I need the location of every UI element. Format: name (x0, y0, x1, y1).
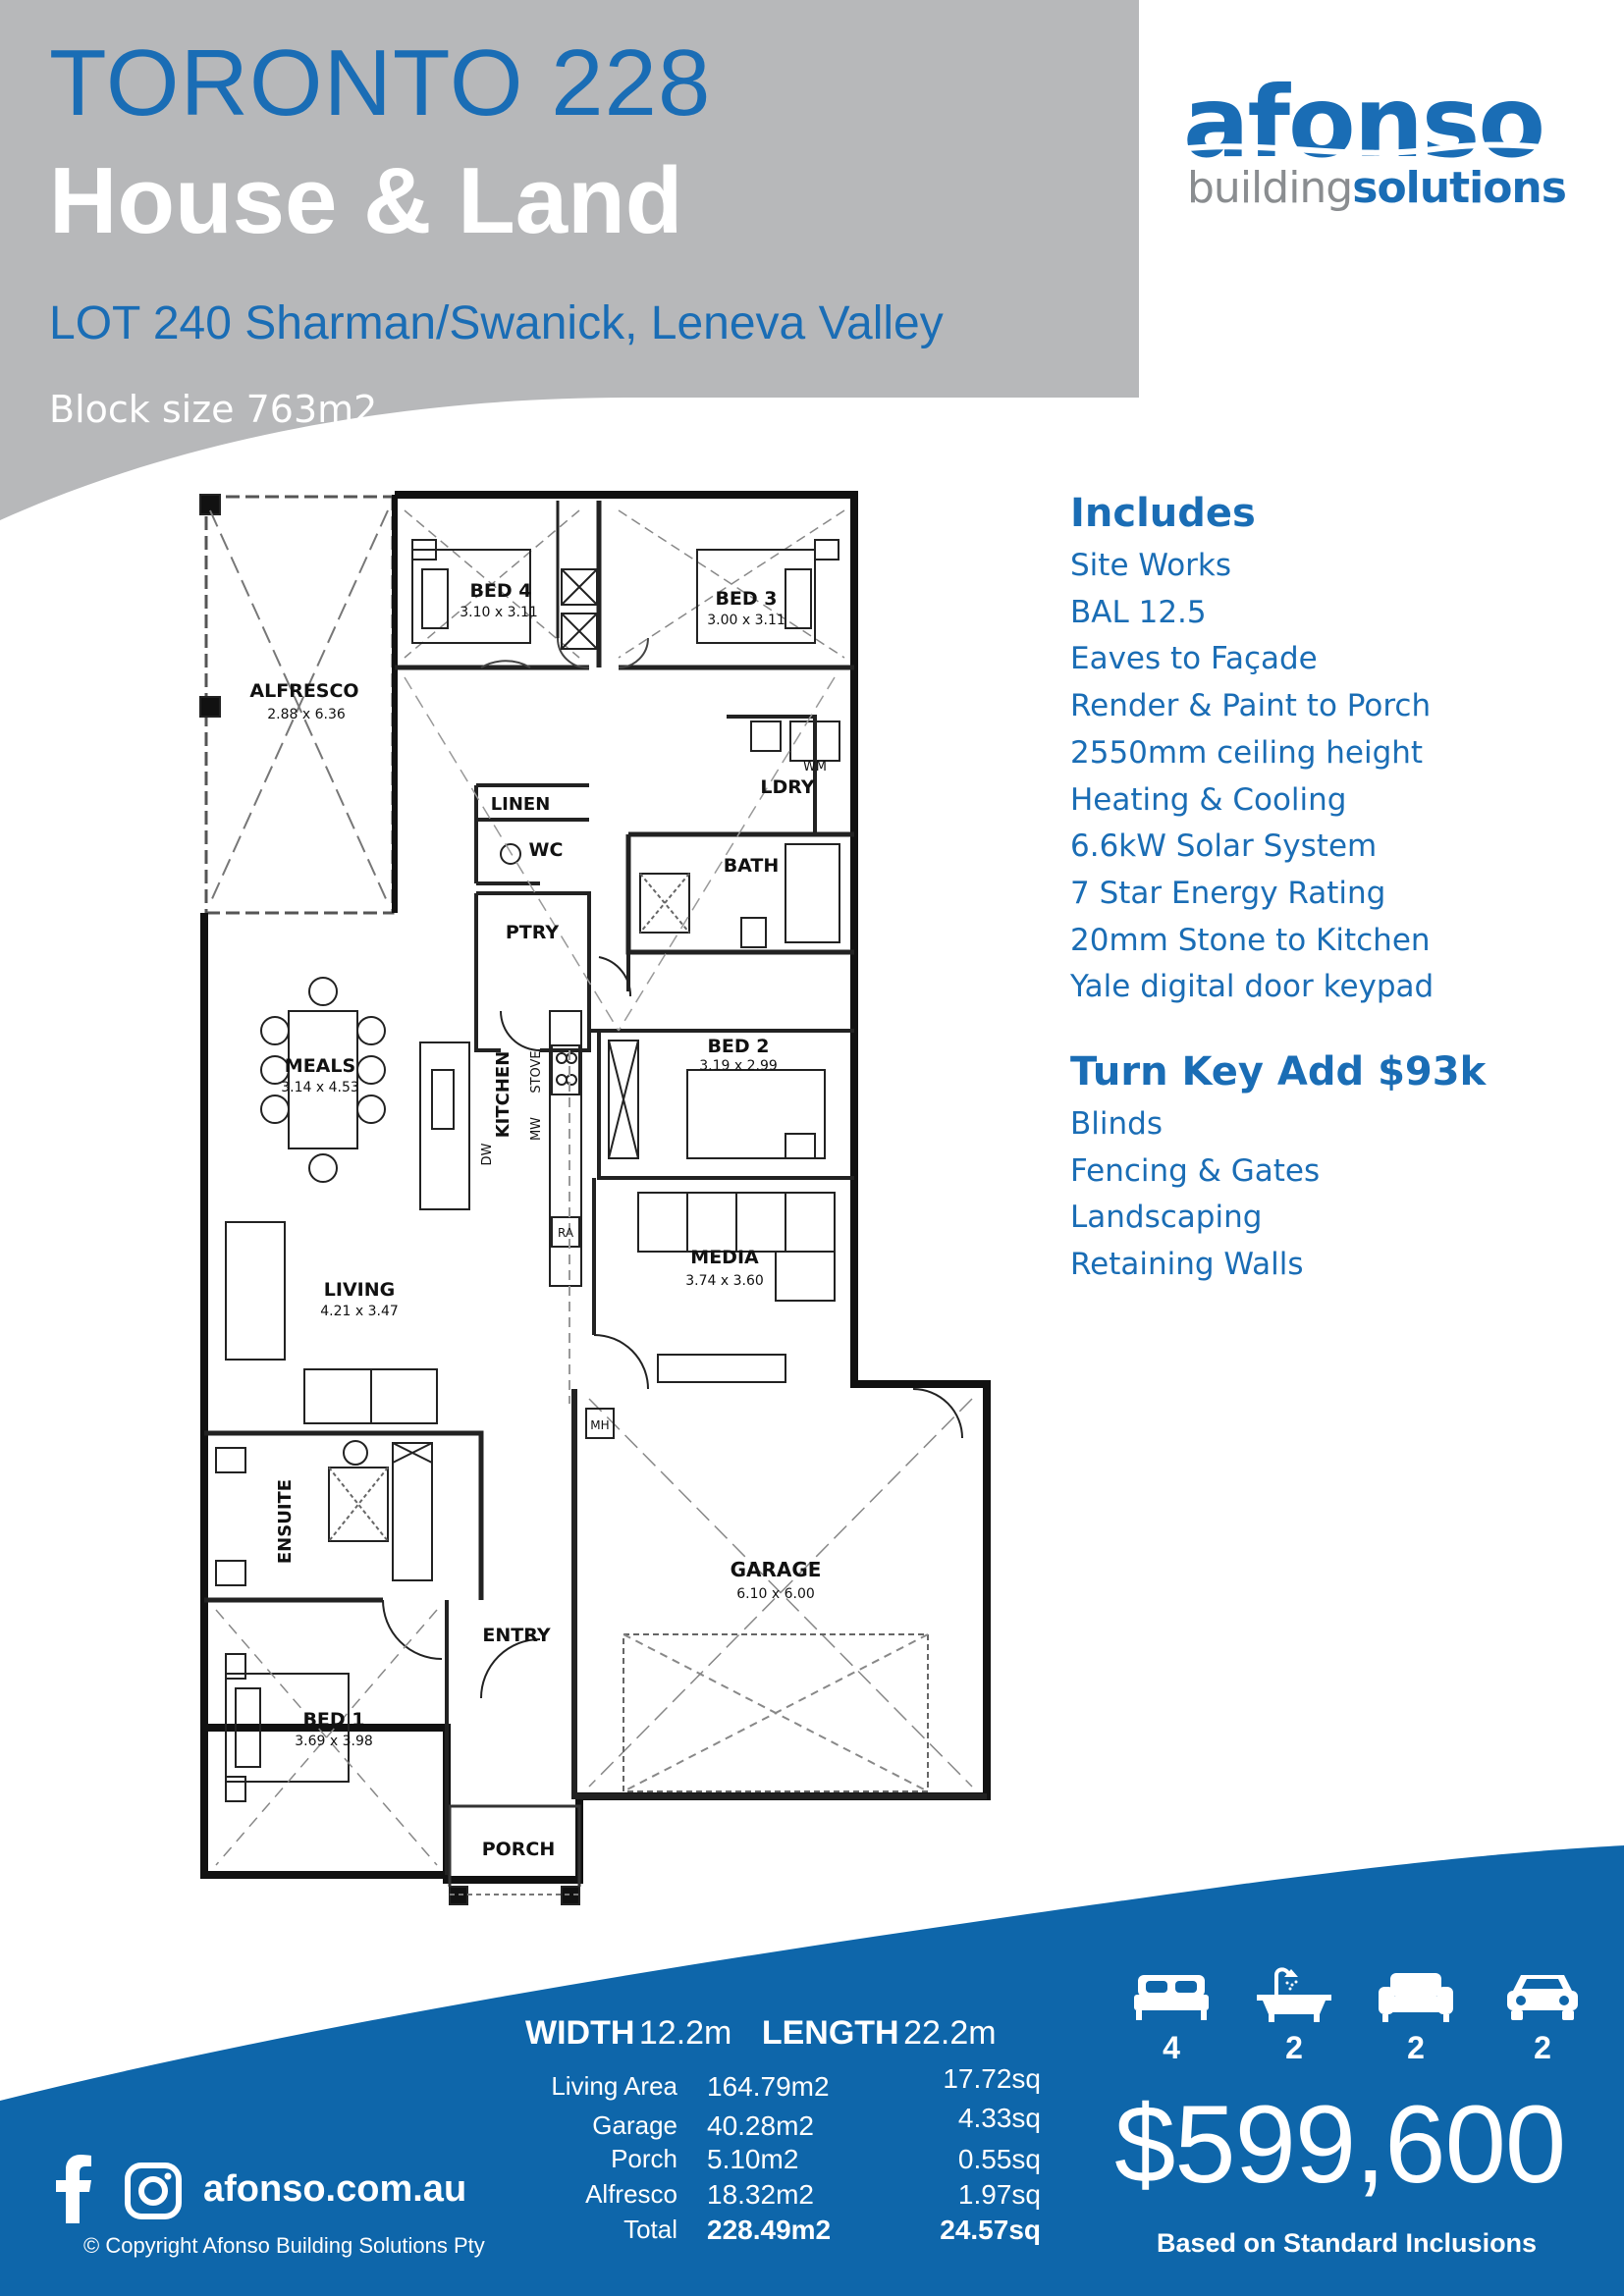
list-item: Heating & Cooling (1070, 781, 1347, 818)
website-link[interactable]: afonso.com.au (203, 2168, 467, 2210)
price-note: Based on Standard Inclusions (1157, 2228, 1538, 2258)
room-bed4: BED 4 (469, 580, 531, 602)
room-ensuite: ENSUITE (275, 1479, 296, 1564)
room-mw: MW (529, 1117, 544, 1141)
room-garage-size: 6.10 x 6.00 (736, 1586, 815, 1602)
instagram-icon[interactable] (125, 2163, 182, 2219)
copyright: © Copyright Afonso Building Solutions Pt… (83, 2233, 485, 2258)
house-dimensions: WIDTH 12.2m LENGTH 22.2m (525, 2014, 1022, 2053)
room-kitchen: KITCHEN (493, 1051, 514, 1139)
living-count: 2 (1407, 2030, 1425, 2065)
includes-list: Site Works BAL 12.5 Eaves to Façade Rend… (1070, 543, 1600, 1011)
garage-feature: 2 (1498, 1965, 1587, 2073)
room-dw: DW (480, 1143, 495, 1165)
list-item: Landscaping (1070, 1200, 1263, 1236)
list-item: 2550mm ceiling height (1070, 734, 1424, 771)
room-bed1-size: 3.69 x 3.98 (295, 1734, 373, 1749)
social-links: afonso.com.au (54, 2155, 486, 2223)
bath-icon (1257, 1967, 1331, 2022)
list-item: BAL 12.5 (1070, 594, 1207, 630)
room-bed2-size: 3.19 x 2.99 (699, 1058, 778, 1074)
model-title: TORONTO 228 (49, 30, 712, 135)
bedrooms-feature: 4 (1127, 1965, 1216, 2073)
room-linen: LINEN (491, 794, 551, 815)
room-bath: BATH (724, 855, 780, 877)
list-item: 20mm Stone to Kitchen (1070, 922, 1431, 958)
room-bed1: BED 1 (302, 1709, 364, 1731)
lot-address: LOT 240 Sharman/Swanick, Leneva Valley (49, 297, 944, 349)
room-media: MEDIA (690, 1247, 759, 1268)
room-living-size: 4.21 x 3.47 (320, 1304, 399, 1319)
room-ra: RA (558, 1226, 574, 1240)
turnkey-list: Blinds Fencing & Gates Landscaping Retai… (1070, 1101, 1600, 1289)
room-stove: STOVE (529, 1050, 544, 1093)
logo-wave (1178, 141, 1581, 156)
list-item: Eaves to Façade (1070, 641, 1318, 677)
turnkey-heading: Turn Key Add $93k (1070, 1049, 1487, 1095)
price: $599,600 (1114, 2083, 1566, 2206)
footer-panel (0, 1845, 1624, 2296)
room-alfresco-size: 2.88 x 6.36 (267, 707, 346, 722)
bedrooms-count: 4 (1163, 2030, 1180, 2065)
room-meals: MEALS (285, 1055, 355, 1077)
afonso-logo: afonso buildingsolutions (1178, 74, 1586, 213)
includes-heading: Includes (1070, 491, 1256, 536)
room-mh: MH (590, 1418, 609, 1432)
facebook-icon[interactable] (54, 2155, 93, 2223)
list-item: 6.6kW Solar System (1070, 828, 1378, 865)
list-item: Fencing & Gates (1070, 1152, 1321, 1189)
car-icon (1507, 1975, 1578, 2020)
bed-icon (1134, 1975, 1209, 2020)
width-label: WIDTH (525, 2014, 635, 2052)
list-item: Render & Paint to Porch (1070, 688, 1432, 724)
room-ldry: LDRY (760, 776, 814, 798)
room-wm: WM (803, 760, 827, 774)
room-bed2: BED 2 (707, 1036, 769, 1057)
room-meals-size: 3.14 x 4.53 (281, 1080, 359, 1095)
room-alfresco: ALFRESCO (249, 680, 358, 702)
room-bed3-size: 3.00 x 3.11 (707, 613, 785, 628)
list-item: Yale digital door keypad (1070, 969, 1435, 1005)
floor-plan: ALFRESCO 2.88 x 6.36 BED 4 3.10 x 3.11 B… (199, 491, 991, 1905)
list-item: Site Works (1070, 548, 1232, 583)
width-value: 12.2m (638, 2014, 732, 2052)
block-size: Block size 763m2 (49, 388, 378, 431)
header-panel (0, 0, 1139, 520)
length-label: LENGTH (761, 2014, 899, 2052)
room-ptry: PTRY (506, 922, 559, 943)
logo-tagline: buildingsolutions (1187, 163, 1567, 213)
living-feature: 2 (1372, 1965, 1460, 2073)
room-bed4-size: 3.10 x 3.11 (460, 605, 538, 620)
room-porch: PORCH (482, 1839, 556, 1860)
bathrooms-feature: 2 (1250, 1965, 1338, 2073)
room-entry: ENTRY (482, 1625, 550, 1646)
room-bed3: BED 3 (715, 588, 777, 610)
room-media-size: 3.74 x 3.60 (685, 1273, 764, 1289)
list-item: 7 Star Energy Rating (1070, 875, 1386, 911)
garage-count: 2 (1534, 2030, 1551, 2065)
room-wc: WC (529, 839, 564, 861)
product-title: House & Land (49, 148, 683, 253)
list-item: Retaining Walls (1070, 1247, 1304, 1283)
bathrooms-count: 2 (1285, 2030, 1303, 2065)
list-item: Blinds (1070, 1106, 1163, 1143)
includes-section: Includes Site Works BAL 12.5 Eaves to Fa… (1070, 486, 1600, 1289)
length-value: 22.2m (903, 2014, 997, 2052)
sofa-icon (1379, 1973, 1453, 2022)
room-living: LIVING (324, 1279, 395, 1301)
room-garage: GARAGE (731, 1558, 822, 1581)
